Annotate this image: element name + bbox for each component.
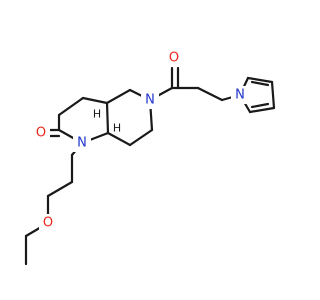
- ketone-oxygen-label: O: [169, 51, 179, 66]
- bond: [106, 131, 132, 147]
- bond: [105, 101, 110, 135]
- stereo-h-top-label: H: [93, 108, 101, 121]
- lactam-oxygen-label: O: [36, 126, 46, 141]
- bond: [270, 80, 276, 110]
- ether-oxygen-label: O: [43, 216, 53, 231]
- stereo-labels: H H: [93, 108, 121, 135]
- bond-layer: [24, 66, 276, 266]
- bond: [248, 106, 276, 114]
- bond: [128, 128, 154, 147]
- piperidine-nitrogen-label: N: [145, 93, 155, 108]
- bond: [81, 96, 109, 105]
- bond: [250, 102, 270, 109]
- bond: [105, 88, 132, 105]
- bond: [246, 76, 274, 84]
- stereo-h-bottom-label: H: [113, 122, 121, 135]
- molecule-structure: O N N O N O H H: [24, 49, 276, 266]
- bond: [57, 96, 85, 117]
- bond: [46, 180, 74, 198]
- lactam-nitrogen-label: N: [77, 136, 87, 151]
- pyrrole-nitrogen-label: N: [235, 88, 245, 103]
- atom-labels: O N N O N O: [32, 49, 249, 232]
- bond: [250, 80, 270, 87]
- bond: [196, 86, 224, 102]
